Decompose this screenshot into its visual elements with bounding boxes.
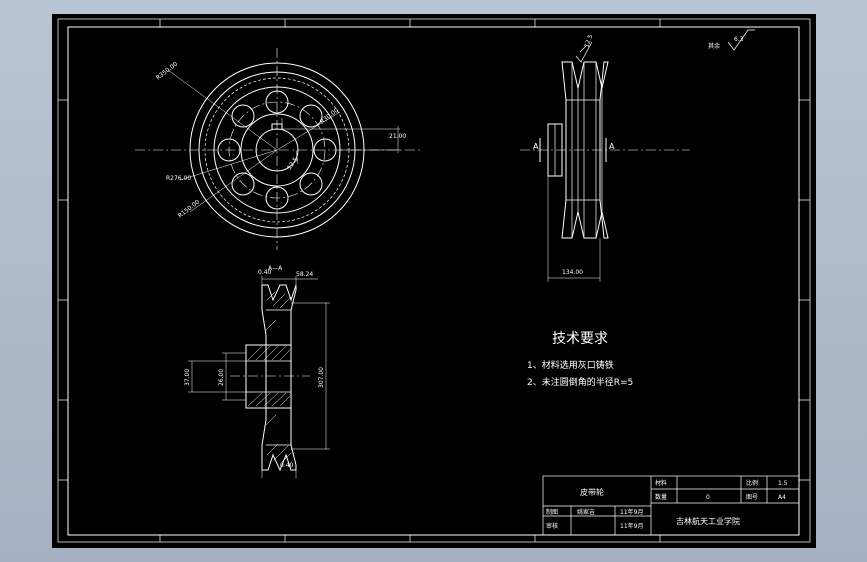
side-view-width-dimension: [547, 176, 601, 282]
qty-value: 0: [706, 494, 710, 501]
date-2: 11年9月: [620, 522, 643, 530]
section-view-dimension-lines: [188, 276, 330, 478]
front-view-dimension-lines: [167, 69, 400, 213]
dim-37: 37.00: [184, 369, 191, 386]
drawing-sheet: [52, 14, 816, 548]
draw-value: 姚家吉: [577, 508, 595, 516]
scale-label: 比例: [746, 479, 758, 487]
section-view-label: A—A: [268, 265, 283, 272]
side-view-pulley: [520, 61, 690, 239]
title-block: [542, 475, 800, 536]
dim-040-top: 0.40: [258, 269, 272, 276]
dim-d276: R276.00: [166, 175, 191, 182]
draw-label: 制图: [546, 508, 558, 516]
other-roughness-value: 6.3: [734, 36, 744, 43]
check-label: 审核: [546, 522, 558, 530]
other-roughness-symbol: [727, 29, 755, 51]
other-roughness-label: 其余: [708, 42, 720, 50]
roughness-symbol-top: [575, 41, 593, 63]
scale-value: 1.5: [778, 480, 788, 487]
school-name: 吉林航天工业学院: [676, 516, 740, 526]
section-mark-left: A: [533, 142, 539, 151]
tech-line-1: 1、材料选用灰口铸铁: [527, 359, 614, 371]
date-1: 11年9月: [620, 508, 643, 516]
qty-label: 数量: [655, 493, 667, 501]
tech-line-2: 2、未注圆倒角的半径R=5: [527, 376, 633, 388]
section-mark-right: A: [609, 142, 615, 151]
frame-zone-ticks: [58, 19, 810, 542]
tech-title: 技术要求: [552, 331, 608, 347]
material-label: 材料: [655, 479, 667, 487]
sheet-value: A4: [778, 494, 786, 501]
dim-26: 26.00: [218, 369, 225, 386]
outer-frame: [57, 18, 811, 543]
inner-frame: [67, 26, 800, 536]
roughness-value-top: 12.5: [583, 34, 594, 49]
dim-21: 21.00: [389, 133, 406, 140]
sheet-label: 图号: [746, 494, 758, 501]
dim-040-bottom: 0.40: [280, 462, 294, 469]
dim-307: 307.00: [318, 367, 325, 388]
part-name: 皮带轮: [580, 487, 604, 497]
section-view-pulley: [230, 284, 310, 472]
dim-58: 58.24: [296, 271, 313, 278]
dim-width-134: 134.00: [562, 269, 583, 276]
